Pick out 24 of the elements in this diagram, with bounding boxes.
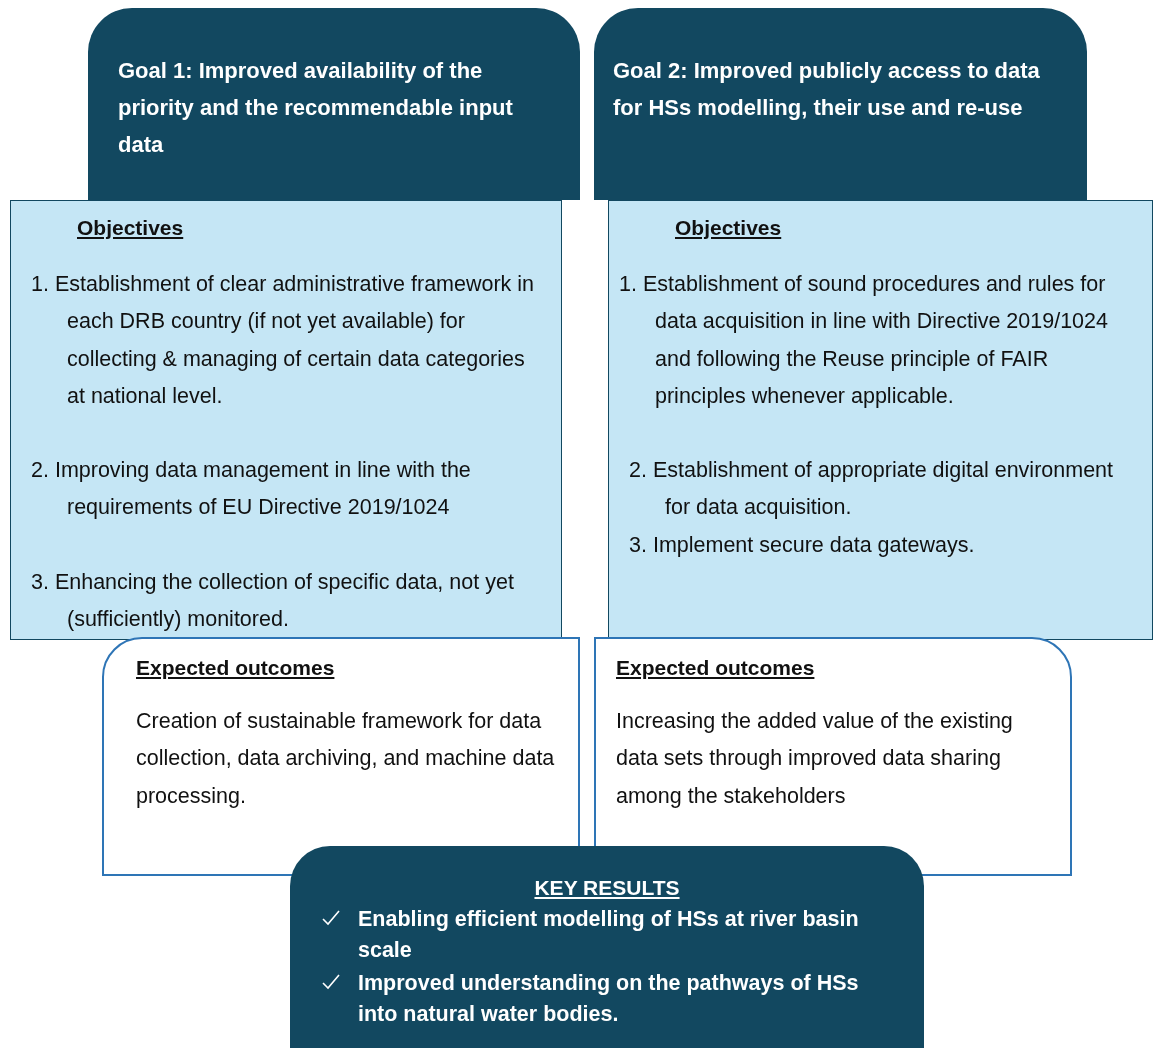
goal-panel <box>88 8 580 200</box>
paragraph: Increasing the added value of the existing data sets through improved data sharing among the stakeholders <box>616 708 1014 810</box>
section-heading: KEY RESULTS <box>533 875 681 901</box>
paragraph: Creation of sustainable framework for data collection, data archiving, and machine data processing. <box>136 708 556 810</box>
goal-heading: Goal 2: Improved publicly access to data for HSs modelling, their use and re-use <box>613 57 1041 122</box>
list-item: 2. Improving data management in line with the requirements of EU Directive 2019/1024 <box>31 457 472 522</box>
goal-heading: Goal 1: Improved availability of the priority and the recommendable input data <box>118 57 514 159</box>
list-item: 1. Establishment of sound procedures and rules for data acquisition in line with Directive 2019/1024 and following the Reuse principle of FAIR principles whenever applicable. <box>619 271 1109 410</box>
outcomes-panel <box>102 637 580 876</box>
section-heading: Objectives <box>675 215 783 241</box>
list-item: 3. Enhancing the collection of specific data, not yet (sufficiently) monitored. <box>31 569 515 634</box>
goal-panel <box>594 8 1087 200</box>
key-results-panel <box>290 846 924 1048</box>
objectives-panel <box>608 200 1153 640</box>
list-item: 3. Implement secure data gateways. <box>629 532 976 559</box>
section-heading: Objectives <box>77 215 185 241</box>
outcomes-panel <box>594 637 1072 876</box>
objectives-panel <box>10 200 562 640</box>
result-item: Improved understanding on the pathways of HSs into natural water bodies. <box>358 970 860 1028</box>
section-heading: Expected outcomes <box>136 655 336 681</box>
result-item: Enabling efficient modelling of HSs at river basin scale <box>358 906 860 964</box>
list-item: 1. Establishment of clear administrative framework in each DRB country (if not yet available) for collecting & managing of certain data categories at national level. <box>31 271 536 410</box>
section-heading: Expected outcomes <box>616 655 816 681</box>
list-item: 2. Establishment of appropriate digital environment for data acquisition. <box>629 457 1115 522</box>
